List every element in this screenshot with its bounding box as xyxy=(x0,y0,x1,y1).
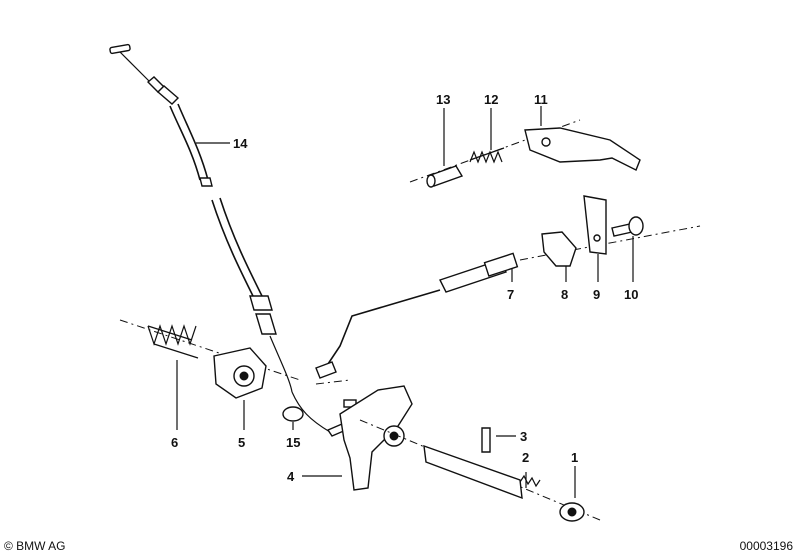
part-2-shaft[interactable] xyxy=(423,444,541,500)
part-1-nut[interactable] xyxy=(559,502,585,522)
part-3-pin[interactable] xyxy=(481,427,491,453)
copyright-label: © BMW AG xyxy=(4,539,66,553)
part-8-clip[interactable] xyxy=(519,225,701,267)
part-15-ring[interactable] xyxy=(282,406,304,422)
part-4-plate[interactable] xyxy=(339,385,601,521)
callout-12: 12 xyxy=(484,92,498,107)
callout-1: 1 xyxy=(571,450,578,465)
callout-9: 9 xyxy=(593,287,600,302)
callout-7: 7 xyxy=(507,287,514,302)
part-7-rod[interactable] xyxy=(315,252,519,385)
part-10-bolt[interactable] xyxy=(611,216,644,237)
callout-4: 4 xyxy=(287,469,295,484)
callout-8: 8 xyxy=(561,287,568,302)
part-12-spring[interactable] xyxy=(469,147,505,164)
callout-6: 6 xyxy=(171,435,178,450)
part-13-pin[interactable] xyxy=(426,165,464,188)
callout-13: 13 xyxy=(436,92,450,107)
callout-5: 5 xyxy=(238,435,245,450)
part-9-bracket[interactable] xyxy=(583,195,607,255)
part-6-spring[interactable] xyxy=(119,319,301,381)
part-5-bushing[interactable] xyxy=(213,347,267,399)
document-number: 00003196 xyxy=(739,539,793,553)
callout-10: 10 xyxy=(624,287,638,302)
callout-2: 2 xyxy=(522,450,529,465)
callout-14: 14 xyxy=(233,136,248,151)
callout-3: 3 xyxy=(520,429,527,444)
callout-15: 15 xyxy=(286,435,300,450)
callout-11: 11 xyxy=(534,92,548,107)
